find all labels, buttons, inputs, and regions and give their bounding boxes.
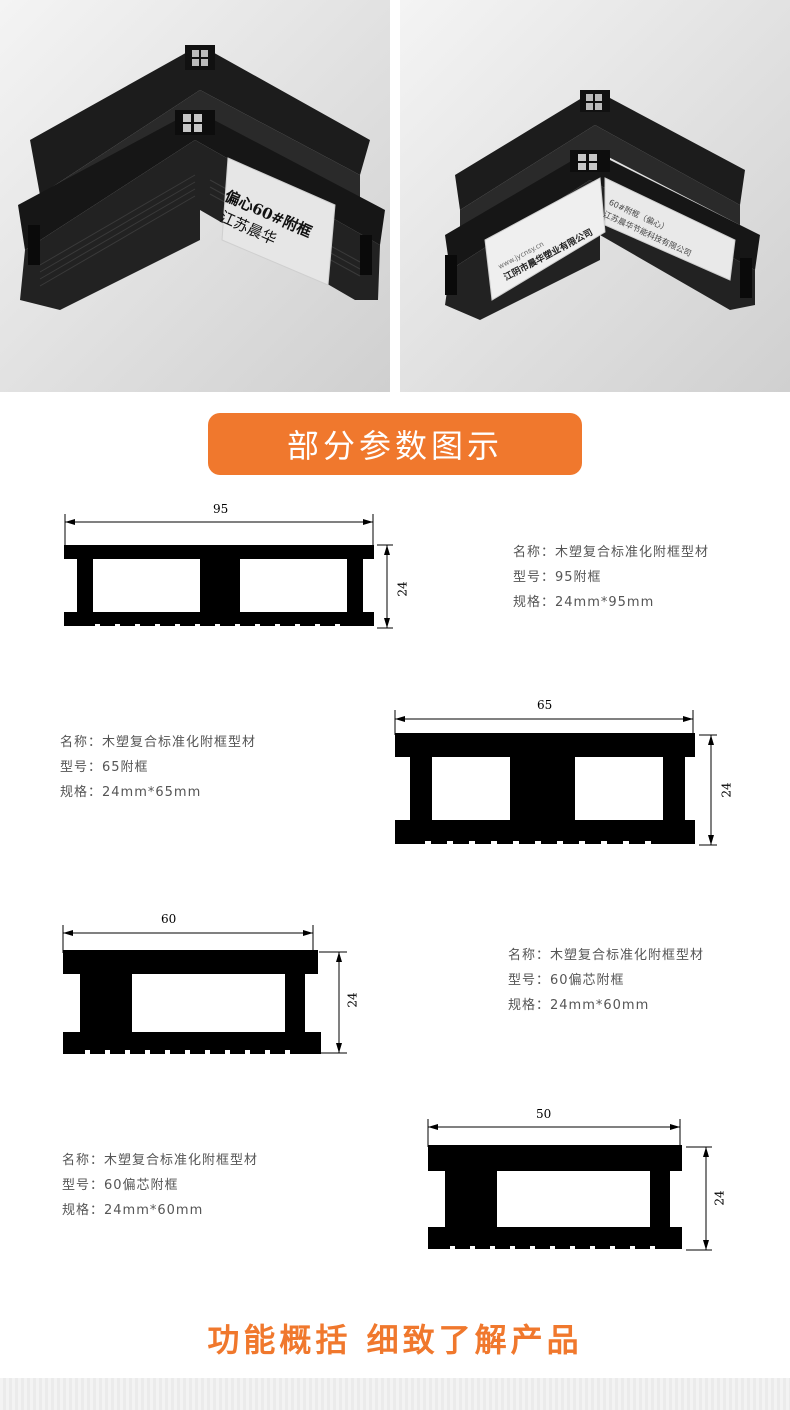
product-photo-right: www.jycnsy.cn 江阴市晨华塑业有限公司 60#附框（偏心） 江苏晨华… (400, 0, 790, 392)
spec-60a-model: 型号：60偏芯附框 (508, 973, 625, 988)
drawing-50-width-label: 50 (536, 1107, 552, 1121)
drawing-95-height-label: 24 (395, 581, 410, 597)
spec-60a-size: 规格：24mm*60mm (508, 998, 650, 1013)
drawing-50-height-label: 24 (712, 1190, 727, 1206)
section-title-banner: 部分参数图示 (208, 413, 582, 475)
footer-texture-band (0, 1378, 790, 1410)
product-photo-left: 偏心60#附框 江苏晨华 (0, 0, 390, 392)
profile-drawing-60: 60 24 (55, 905, 375, 1065)
corner-profile-image-left (18, 45, 385, 310)
drawing-60-height-label: 24 (345, 992, 360, 1008)
spec-65-size: 规格：24mm*65mm (60, 785, 202, 800)
spec-block-95: 名称：木塑复合标准化附框型材 型号：95附框 规格：24mm*95mm (513, 540, 709, 615)
spec-block-60-a: 名称：木塑复合标准化附框型材 型号：60偏芯附框 规格：24mm*60mm (508, 943, 704, 1018)
profile-drawing-50: 50 24 (420, 1105, 740, 1255)
spec-95-size: 规格：24mm*95mm (513, 595, 655, 610)
spec-60b-model: 型号：60偏芯附框 (62, 1178, 179, 1193)
drawing-95-width-label: 95 (213, 502, 229, 516)
spec-60a-name: 名称：木塑复合标准化附框型材 (508, 948, 705, 963)
spec-block-65: 名称：木塑复合标准化附框型材 型号：65附框 规格：24mm*65mm (60, 730, 256, 805)
drawing-65-height-label: 24 (719, 782, 734, 798)
drawing-60-width-label: 60 (161, 912, 177, 926)
spec-60b-name: 名称：木塑复合标准化附框型材 (62, 1153, 259, 1168)
spec-95-name: 名称：木塑复合标准化附框型材 (513, 545, 710, 560)
section-title: 部分参数图示 (286, 427, 503, 465)
profile-drawing-65: 65 24 (385, 695, 750, 860)
drawing-65-width-label: 65 (537, 698, 553, 712)
spec-95-model: 型号：95附框 (513, 570, 602, 585)
spec-65-model: 型号：65附框 (60, 760, 149, 775)
spec-65-name: 名称：木塑复合标准化附框型材 (60, 735, 257, 750)
spec-block-60-b: 名称：木塑复合标准化附框型材 型号：60偏芯附框 规格：24mm*60mm (62, 1148, 258, 1223)
footer-title: 功能概括 细致了解产品 (207, 1321, 583, 1359)
profile-drawing-95: 95 24 (55, 500, 415, 640)
spec-60b-size: 规格：24mm*60mm (62, 1203, 204, 1218)
corner-profile-image-right (445, 90, 760, 320)
